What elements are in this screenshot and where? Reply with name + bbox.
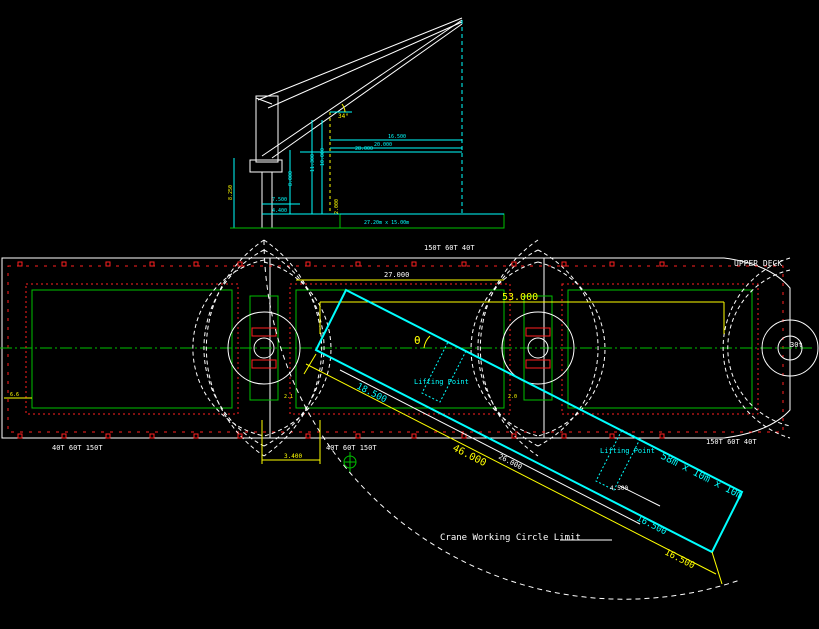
dim-8000: 8.000 bbox=[288, 171, 294, 186]
dim-46000: 46.000 bbox=[451, 443, 488, 469]
dim-right-small: 2.0 bbox=[508, 394, 517, 400]
theta-label: θ bbox=[414, 334, 421, 347]
crane-jib-upper bbox=[257, 17, 463, 101]
dim-20000: 20.000 bbox=[374, 142, 392, 148]
cargo-dims bbox=[303, 353, 723, 585]
crane-working-circle-limit bbox=[263, 239, 741, 600]
bow-crane bbox=[761, 319, 819, 377]
dim-10000: 10.000 bbox=[320, 148, 326, 166]
upper-deck-label: UPPER DECK bbox=[734, 259, 782, 268]
dim-16500-outer: 16.500 bbox=[663, 548, 697, 572]
crane-base bbox=[249, 159, 283, 173]
elevation-deck-label: 27.20m x 15.00m bbox=[364, 220, 409, 226]
working-circle-label: Crane Working Circle Limit bbox=[440, 533, 581, 543]
lifting-point-1-label: Lifting Point bbox=[414, 378, 469, 386]
dim-8250: 8.250 bbox=[228, 185, 234, 200]
dim-4500: 4.500 bbox=[610, 485, 628, 492]
top-ratings: 150T 60T 40T bbox=[424, 244, 475, 252]
deck-edge-dashed bbox=[7, 265, 784, 433]
right-ratings: 150T 60T 40T bbox=[706, 438, 757, 446]
anchor-icon bbox=[343, 452, 357, 472]
placement-dims bbox=[4, 279, 725, 464]
cargo-outline bbox=[314, 288, 744, 554]
dim-16500-inner: 16.500 bbox=[635, 514, 669, 538]
hatch-1 bbox=[31, 289, 233, 409]
dim-27000: 27.000 bbox=[384, 271, 409, 279]
dim-11300: 11.300 bbox=[310, 154, 316, 172]
crane-jib-lower bbox=[261, 19, 463, 157]
dim-4400: 4.400 bbox=[272, 208, 287, 214]
dim-2000: 2.000 bbox=[334, 199, 340, 214]
lifting-point-2-label: Lifting Point bbox=[600, 447, 655, 455]
bow-crane-label: 30t bbox=[790, 341, 803, 349]
cargo-size-label: 58m x 10m x 10m bbox=[659, 451, 744, 502]
dim-28000: 28.000 bbox=[355, 146, 373, 152]
bottom-center-ratings: 40T 60T 150T bbox=[326, 444, 377, 452]
dim-16500: 16.500 bbox=[388, 134, 406, 140]
crane-pedestal-1 bbox=[227, 295, 301, 401]
hull-outline bbox=[1, 257, 791, 439]
bottom-left-ratings: 40T 60T 150T bbox=[52, 444, 103, 452]
cargo-dims-white bbox=[339, 369, 661, 525]
jib-angle-label: 34° bbox=[338, 113, 349, 120]
barge-plan: 30t bbox=[0, 239, 819, 600]
dim-3400: 3.400 bbox=[284, 453, 302, 460]
hatch-3 bbox=[567, 289, 753, 409]
crane-elevation: 34° 16.500 20.000 28.000 11.300 10.000 8… bbox=[228, 17, 505, 229]
dim-left-small: 2.1 bbox=[284, 394, 293, 400]
lifting-point-1-zone bbox=[421, 341, 467, 403]
dim-left: 6.6 bbox=[10, 392, 19, 398]
dim-7500: 7.500 bbox=[272, 197, 287, 203]
lifting-point-2-zone bbox=[595, 429, 641, 491]
dim-53000: 53.000 bbox=[502, 292, 538, 303]
deck-fittings bbox=[17, 261, 665, 439]
working-radius-arcs bbox=[192, 239, 791, 457]
crane-pedestal-2 bbox=[501, 295, 575, 401]
hatch-2 bbox=[295, 289, 505, 409]
